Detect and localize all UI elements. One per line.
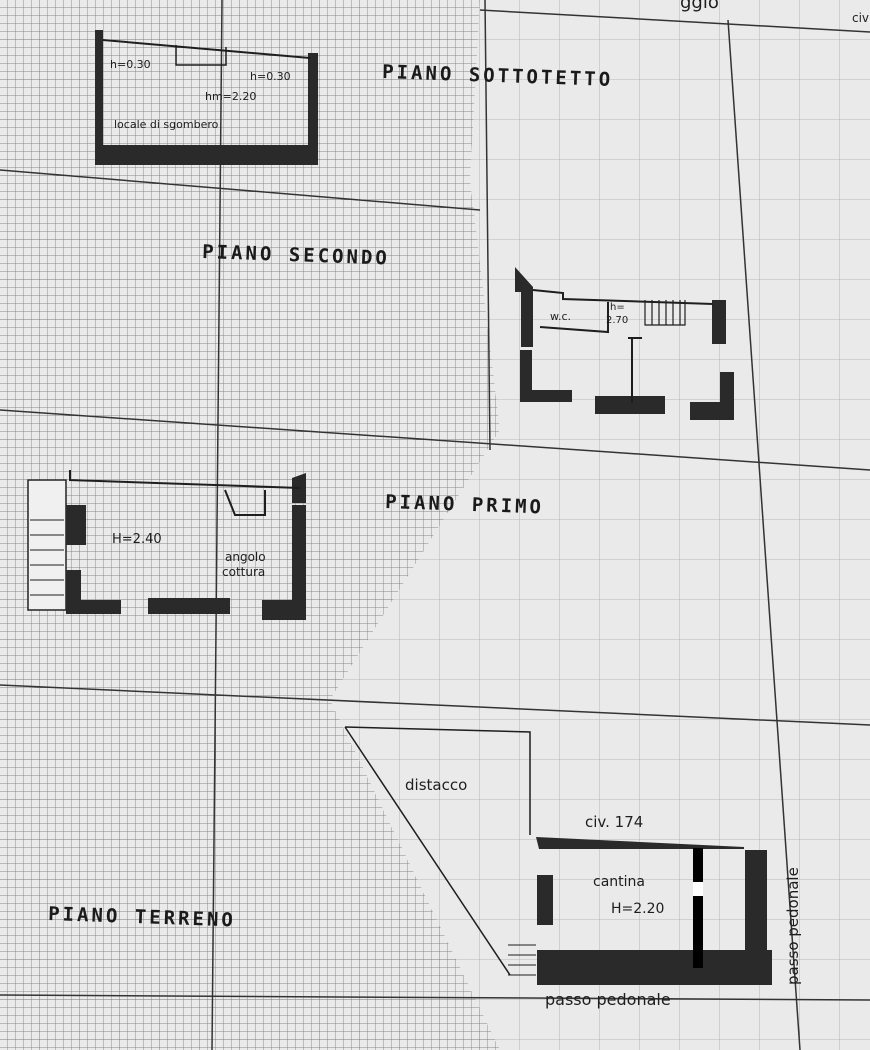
- kitchen-label-1: angolo: [225, 550, 266, 564]
- attic-h-right: h=0.30: [250, 70, 291, 83]
- distacco-label: distacco: [405, 776, 467, 794]
- top-fragment-left: ggio: [680, 0, 719, 13]
- attic-hm: hm=2.20: [205, 90, 256, 103]
- ground-floor-plan: distacco civ. 174 cantina H=2.20 passo p…: [344, 726, 802, 1009]
- dense-grid-area: [0, 0, 500, 1050]
- civic-number-label: civ. 174: [585, 813, 643, 831]
- second-h-value: 2.70: [606, 315, 628, 326]
- attic-plan: h=0.30 h=0.30 hm=2.20 locale di sgombero: [95, 30, 318, 165]
- top-fragment-right: civ: [852, 11, 869, 25]
- attic-room-label: locale di sgombero: [114, 118, 219, 131]
- first-height-label: H=2.40: [112, 532, 162, 547]
- ground-height-label: H=2.20: [611, 901, 664, 917]
- passage-bottom-label: passo pedonale: [545, 990, 671, 1009]
- cantina-label: cantina: [593, 874, 645, 890]
- second-floor-plan: w.c. h= 2.70: [515, 267, 734, 420]
- wc-label: w.c.: [550, 310, 571, 323]
- first-floor-plan: H=2.40 angolo cottura: [27, 470, 306, 620]
- second-h-label: h=: [610, 302, 625, 313]
- kitchen-label-2: cottura: [222, 565, 265, 579]
- passage-right-label: passo pedonale: [784, 867, 802, 985]
- attic-h-left: h=0.30: [110, 58, 151, 71]
